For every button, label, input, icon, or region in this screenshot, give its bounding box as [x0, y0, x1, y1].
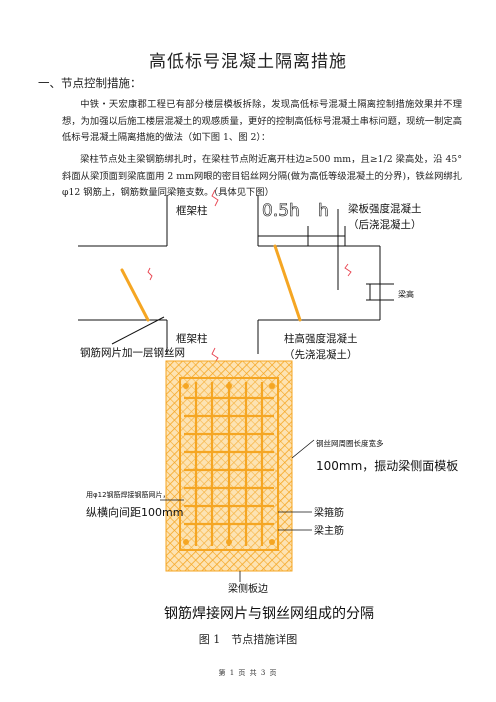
- label-wire-mesh-1: 钢丝网周圈长度宽多: [316, 438, 384, 448]
- mesh-separators: [120, 244, 302, 322]
- section-labels: 钢丝网周圈长度宽多 100mm，振动梁侧面模板 用φ12钢筋焊接钢筋网片， 纵横…: [86, 438, 458, 622]
- page-footer: 第 1 页 共 3 页: [218, 669, 278, 677]
- label-high-grade-2: （先浇混凝土）: [284, 348, 358, 361]
- label-rebar-2: 纵横向间距100mm: [86, 505, 183, 519]
- paragraph-2-text: 梁柱节点处主梁钢筋绑扎时，在梁柱节点附近离开柱边≥500 mm，且≥1/2 梁高…: [62, 154, 462, 199]
- label-main-bar: 梁主筋: [314, 524, 344, 537]
- page-title: 高低标号混凝土隔离措施: [149, 52, 347, 72]
- label-wire-mesh-2: 100mm，振动梁侧面模板: [316, 458, 458, 473]
- section-diagram: [160, 360, 315, 582]
- label-low-grade-2: （后浇混凝土）: [348, 218, 422, 231]
- label-column-top: 框架柱: [176, 204, 208, 217]
- figure-subtitle: 钢筋焊接网片与钢丝网组成的分隔: [164, 605, 374, 622]
- label-low-grade-1: 梁板强度混凝土: [348, 202, 422, 215]
- label-dim-half-h: 0.5h: [262, 201, 300, 221]
- label-beam-height: 梁高: [398, 289, 414, 299]
- node-labels: 框架柱 0.5h h 梁板强度混凝土 （后浇混凝土） 梁高 框架柱 柱高强度混凝…: [80, 201, 422, 361]
- paragraph-1: 中铁・天宏康郡工程已有部分楼层模板拆除，发现高低标号混凝土隔离控制措施效果并不理…: [62, 97, 462, 147]
- section-heading: 一、节点控制措施：: [38, 76, 142, 90]
- label-stirrup: 梁箍筋: [314, 506, 344, 519]
- label-formwork: 梁侧板边: [228, 582, 268, 595]
- node-diagram: [78, 195, 394, 354]
- break-marks: [147, 189, 352, 363]
- label-mesh: 钢筋网片加一层钢丝网: [80, 346, 185, 359]
- figure-caption: 图 1 节点措施详图: [198, 633, 298, 646]
- label-dim-h: h: [318, 201, 329, 221]
- label-column-bottom: 框架柱: [176, 332, 208, 345]
- label-high-grade-1: 柱高强度混凝土: [284, 332, 358, 345]
- paragraph-1-text: 中铁・天宏康郡工程已有部分楼层模板拆除，发现高低标号混凝土隔离控制措施效果并不理…: [62, 99, 462, 144]
- paragraph-2: 梁柱节点处主梁钢筋绑扎时，在梁柱节点附近离开柱边≥500 mm，且≥1/2 梁高…: [62, 152, 462, 202]
- label-rebar-1: 用φ12钢筋焊接钢筋网片，: [86, 490, 170, 499]
